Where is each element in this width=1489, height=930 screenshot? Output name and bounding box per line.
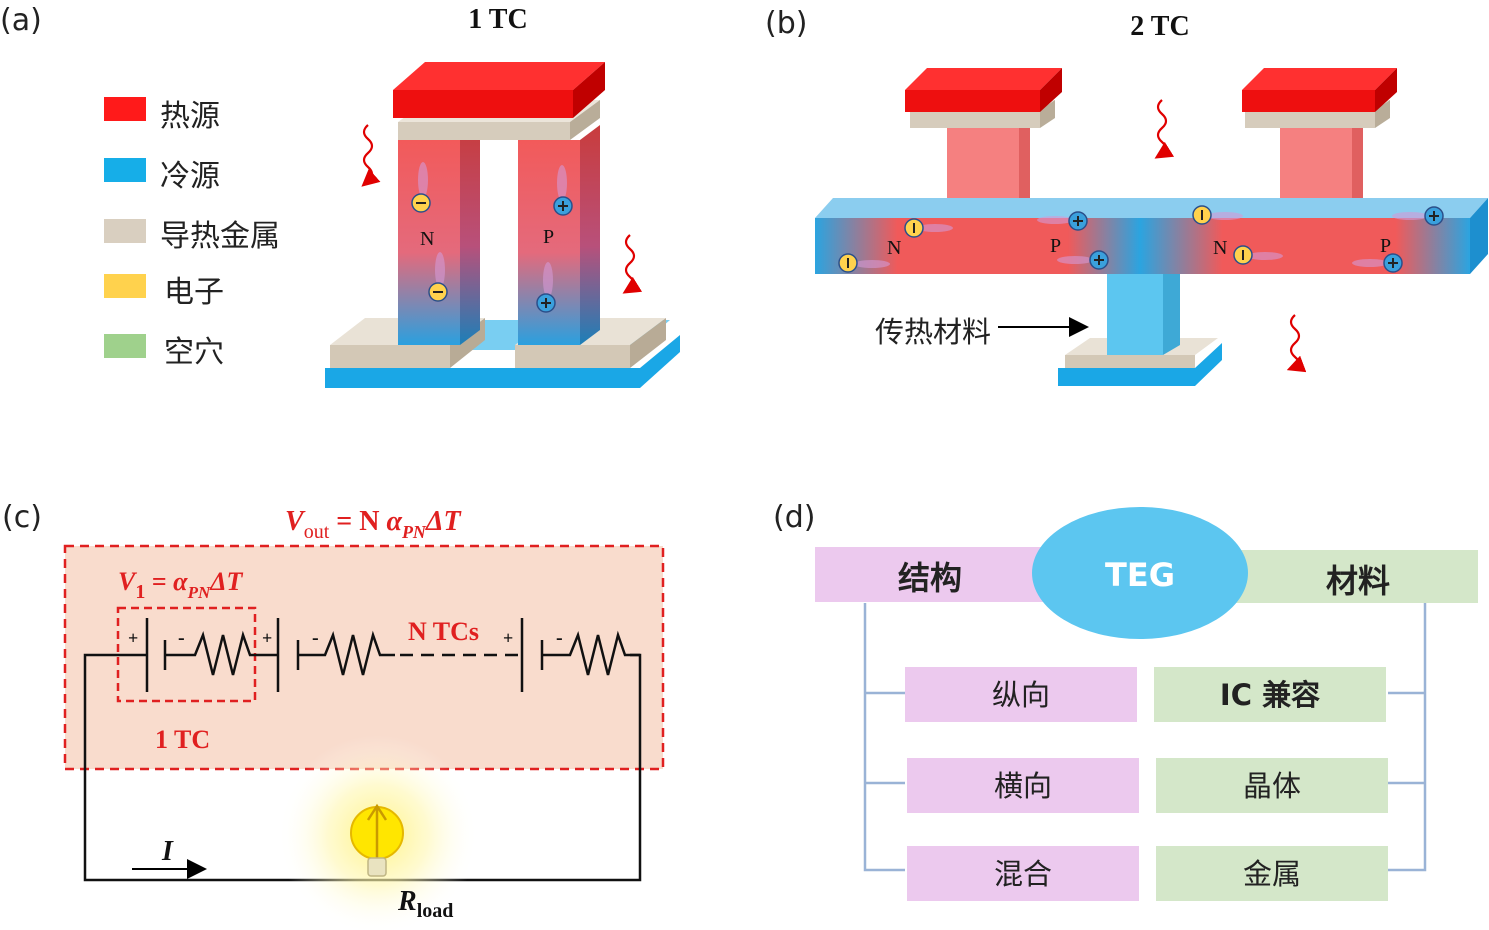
- hole-particle: [536, 262, 556, 313]
- structure-header-label: 结构: [898, 559, 962, 597]
- panel-b-label: (b): [765, 6, 807, 41]
- structure-item-box: [905, 667, 1137, 722]
- legend-label-metal: 导热金属: [160, 219, 280, 254]
- thermoelectric-bar: [815, 198, 1488, 274]
- polarity-minus: -: [312, 627, 319, 649]
- panel-a-label: (a): [0, 3, 42, 38]
- legend-label-hole: 空穴: [164, 335, 224, 370]
- teg-label: TEG: [1105, 556, 1175, 594]
- legend-swatch-heat: [104, 97, 146, 121]
- hole-particle: [553, 165, 573, 216]
- material-item-label: 金属: [1243, 857, 1301, 891]
- hole-particle: [1352, 253, 1403, 273]
- legend: 热源 冷源 导热金属 电子 空穴: [104, 97, 280, 370]
- electron-particle: [838, 253, 890, 273]
- polarity-minus: -: [178, 627, 185, 649]
- v1-formula: V1 = αPNΔT: [118, 567, 244, 603]
- heat-flow-arrow: [1286, 314, 1307, 373]
- heat-flow-arrow: [1154, 99, 1175, 159]
- panel-b: (b) 2 TC: [765, 6, 1488, 386]
- cold-pillar: [1058, 255, 1222, 386]
- heat-source-top: [393, 62, 605, 118]
- hole-particle: [1057, 250, 1109, 270]
- material-item-box: [1156, 758, 1388, 813]
- legend-swatch-cold: [104, 158, 146, 182]
- heat-flow-arrow: [361, 124, 381, 187]
- material-item-label: 晶体: [1243, 769, 1301, 803]
- panel-d-label: (d): [773, 500, 815, 535]
- material-header-label: 材料: [1326, 562, 1390, 600]
- bar-n1-label: N: [887, 237, 901, 259]
- teg-ellipse: [1032, 507, 1248, 639]
- structure-item-label: 混合: [994, 857, 1052, 891]
- heat-flow-arrow: [622, 234, 643, 294]
- legend-swatch-electron: [104, 274, 146, 298]
- polarity-plus: +: [128, 628, 138, 648]
- heat-transfer-material-label: 传热材料: [875, 315, 991, 349]
- structure-header: [815, 547, 1055, 602]
- polarity-minus: -: [556, 627, 563, 649]
- rload-label: Rload: [397, 886, 453, 922]
- n-tcs-label: N TCs: [408, 617, 479, 646]
- electron-particle: [1233, 245, 1283, 265]
- hot-pillar-left: [905, 68, 1062, 198]
- bar-p1-label: P: [1050, 235, 1061, 257]
- polarity-plus: +: [262, 628, 272, 648]
- electron-particle: [411, 162, 431, 213]
- legend-swatch-metal: [104, 219, 146, 243]
- structure-item-box: [907, 846, 1139, 901]
- bar-p2-label: P: [1380, 235, 1391, 257]
- material-header: [1230, 550, 1478, 603]
- material-item-box: [1156, 846, 1388, 901]
- current-label: I: [161, 836, 174, 867]
- panel-c: (c) Vout = N αPNΔT V1 = αPNΔT: [2, 500, 665, 930]
- legend-label-heat: 热源: [160, 99, 220, 134]
- electron-particle: [904, 218, 953, 238]
- one-tc-label: 1 TC: [155, 725, 210, 754]
- panel-d: (d) 结构 TEG 材料 纵向 横向 混合 IC 兼容 晶体 金属: [773, 500, 1478, 901]
- material-item-box: [1154, 667, 1386, 722]
- hole-particle: [1037, 211, 1088, 231]
- polarity-plus: +: [503, 628, 513, 648]
- bar-n2-label: N: [1213, 237, 1227, 259]
- structure-item-label: 横向: [994, 769, 1052, 803]
- material-item-label: IC 兼容: [1220, 678, 1320, 712]
- panel-c-label: (c): [2, 500, 42, 535]
- hot-pillar-right: [1242, 68, 1397, 198]
- electron-particle: [428, 252, 448, 302]
- panel-a: (a) 1 TC 热源 冷源 导热金属 电子 空穴: [0, 3, 680, 388]
- structure-item-label: 纵向: [992, 678, 1050, 712]
- legend-label-cold: 冷源: [160, 159, 220, 194]
- p-leg-label: P: [543, 226, 554, 248]
- n-leg: [398, 125, 480, 345]
- n-leg-label: N: [420, 228, 434, 250]
- hole-particle: [1392, 206, 1444, 226]
- tree-lines: [863, 603, 1427, 872]
- panel-b-title: 2 TC: [1130, 11, 1189, 42]
- p-leg: [518, 125, 600, 345]
- legend-swatch-hole: [104, 334, 146, 358]
- panel-a-title: 1 TC: [468, 4, 527, 35]
- light-bulb-icon: [278, 735, 478, 930]
- electron-particle: [1192, 205, 1243, 225]
- legend-label-electron: 电子: [164, 275, 224, 310]
- structure-item-box: [907, 758, 1139, 813]
- vout-formula: Vout = N αPNΔT: [285, 506, 462, 543]
